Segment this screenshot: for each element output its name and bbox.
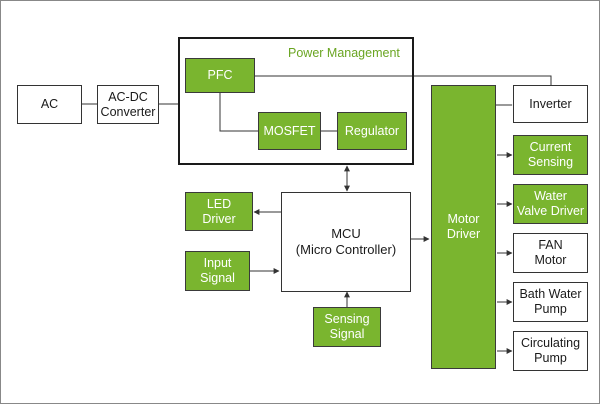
inverter-block: Inverter	[513, 85, 588, 123]
motor-driver-block: Motor Driver	[431, 85, 496, 369]
wire-pfc-to-mosfet	[219, 92, 258, 132]
led-driver-block: LED Driver	[185, 192, 253, 231]
pfc-block: PFC	[185, 58, 255, 93]
fan-motor-block: FAN Motor	[513, 233, 588, 273]
ac-dc-converter-block: AC-DC Converter	[97, 85, 159, 124]
regulator-block: Regulator	[337, 112, 407, 150]
circulating-pump-block: Circulating Pump	[513, 331, 588, 371]
current-sensing-block: Current Sensing	[513, 135, 588, 175]
mcu-block: MCU (Micro Controller)	[281, 192, 411, 292]
power-management-frame	[178, 37, 414, 165]
water-valve-driver-block: Water Valve Driver	[513, 184, 588, 224]
bath-water-pump-block: Bath Water Pump	[513, 282, 588, 322]
mosfet-block: MOSFET	[258, 112, 321, 150]
ac-block: AC	[17, 85, 82, 124]
power-management-label: Power Management	[288, 46, 400, 60]
sensing-signal-block: Sensing Signal	[313, 307, 381, 347]
input-signal-block: Input Signal	[185, 251, 250, 291]
